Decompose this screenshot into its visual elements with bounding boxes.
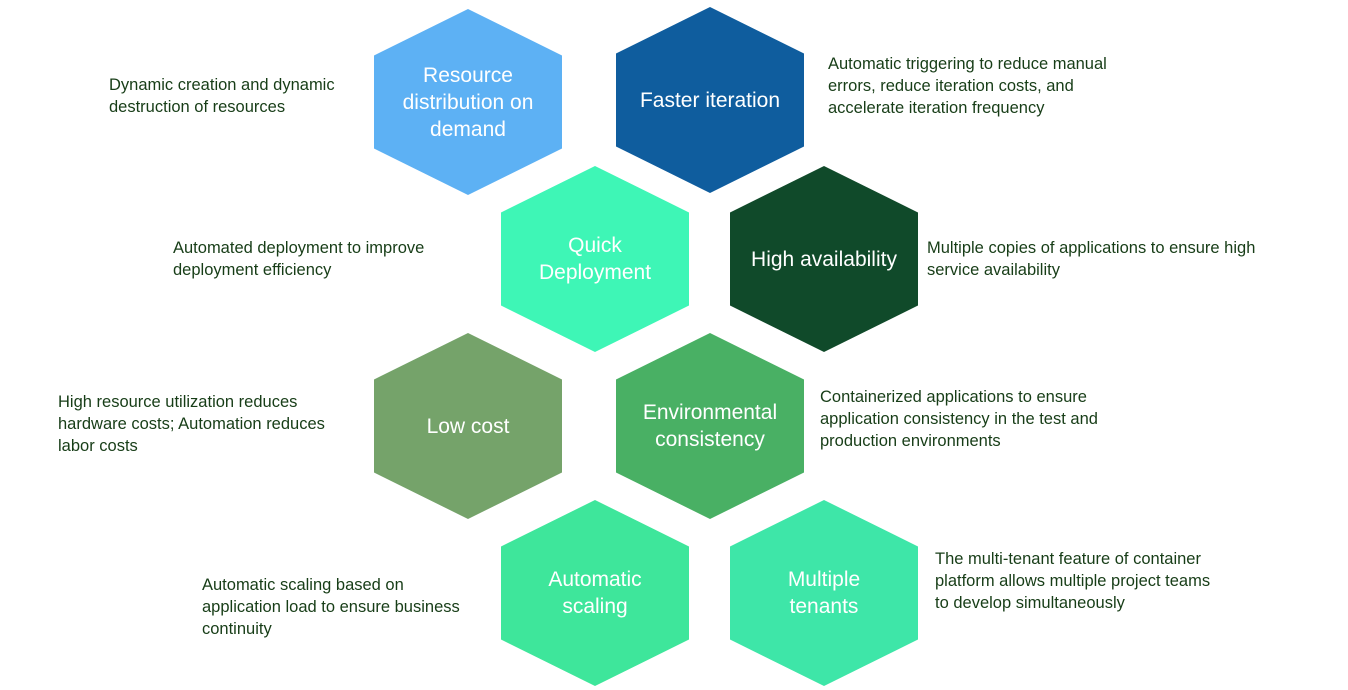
hex-automatic-scaling: Automatic scaling — [501, 500, 689, 686]
hex-label: Automatic scaling — [548, 568, 642, 618]
hex-high-availability: High availability — [730, 166, 918, 352]
hex-faster-iteration: Faster iteration — [616, 7, 804, 193]
hex-label: Environmental consistency — [642, 401, 778, 451]
desc-resource-distribution: Dynamic creation and dynamic destruction… — [109, 76, 335, 116]
hex-quick-deployment: Quick Deployment — [501, 166, 689, 352]
hex-label: High availability — [751, 247, 897, 271]
desc-multiple-tenants: The multi-tenant feature of container pl… — [935, 550, 1211, 612]
hex-low-cost: Low cost — [374, 333, 562, 519]
hex-environmental-consistency: Environmental consistency — [616, 333, 804, 519]
hex-label: Quick Deployment — [538, 234, 652, 284]
hex-label: Low cost — [426, 414, 510, 438]
desc-faster-iteration: Automatic triggering to reduce manual er… — [828, 55, 1107, 117]
desc-automatic-scaling: Automatic scaling based on application l… — [202, 576, 460, 638]
hex-label: Multiple tenants — [787, 568, 861, 618]
desc-quick-deployment: Automated deployment to improve deployme… — [173, 239, 425, 279]
hex-multiple-tenants: Multiple tenants — [730, 500, 918, 686]
desc-low-cost: High resource utilization reduces hardwa… — [58, 393, 325, 455]
desc-high-availability: Multiple copies of applications to ensur… — [927, 239, 1256, 279]
desc-environmental-consistency: Containerized applications to ensure app… — [820, 388, 1098, 450]
hex-label: Resource distribution on demand — [402, 63, 534, 141]
hex-resource-distribution: Resource distribution on demand — [374, 9, 562, 195]
hex-label: Faster iteration — [639, 88, 781, 112]
